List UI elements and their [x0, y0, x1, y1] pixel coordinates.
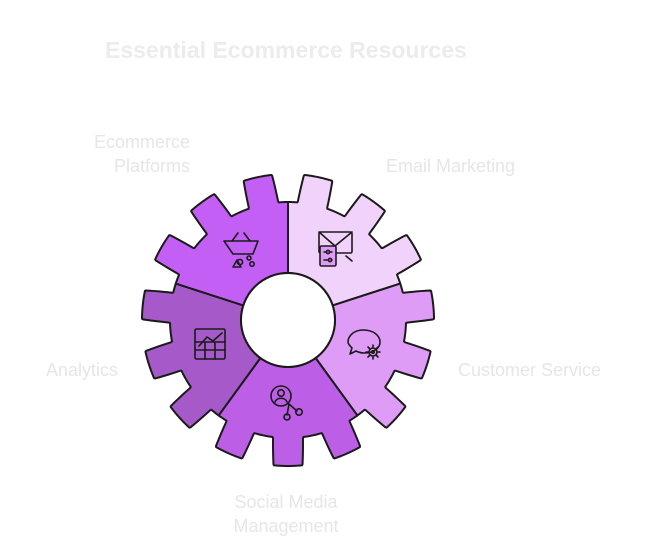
label-social-media-management: Social Media Management	[233, 492, 339, 536]
diagram-title: Essential Ecommerce Resources	[105, 37, 467, 63]
gear-center-hole	[240, 272, 336, 368]
label-customer-service: Customer Service	[458, 360, 602, 380]
gear-segment-1	[287, 173, 422, 307]
label-ecommerce-platforms: Ecommerce Platforms	[93, 132, 190, 176]
label-email-marketing: Email Marketing	[386, 156, 516, 176]
chat-gear-icon	[347, 329, 381, 360]
email-settings-icon	[318, 231, 353, 267]
label-analytics: Analytics	[45, 360, 118, 380]
gear-segment-4	[141, 282, 262, 429]
shopping-basket-icon	[223, 232, 259, 268]
person-network-icon	[270, 385, 304, 421]
chart-table-icon	[194, 328, 226, 360]
gear-segment-5	[154, 173, 289, 307]
